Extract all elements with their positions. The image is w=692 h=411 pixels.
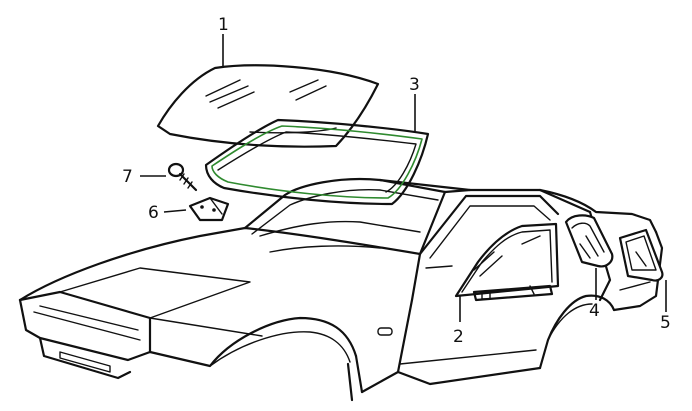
callout-7: 7 <box>122 167 133 187</box>
clip-icon <box>188 196 230 222</box>
callout-5: 5 <box>660 313 671 333</box>
windshield-seal <box>204 118 430 206</box>
car-body <box>18 177 664 402</box>
callout-3: 3 <box>409 75 420 95</box>
windshield <box>156 64 380 148</box>
rear-side-window <box>618 228 664 282</box>
callout-2: 2 <box>453 327 464 347</box>
callout-labels: 1 3 7 6 2 4 5 <box>122 15 671 347</box>
quarter-window <box>564 214 614 268</box>
door-window <box>454 222 560 302</box>
screw-icon <box>167 162 198 192</box>
callout-1: 1 <box>218 15 229 35</box>
callout-4: 4 <box>589 301 600 321</box>
leader-lines <box>140 34 667 322</box>
callout-6: 6 <box>148 203 159 223</box>
